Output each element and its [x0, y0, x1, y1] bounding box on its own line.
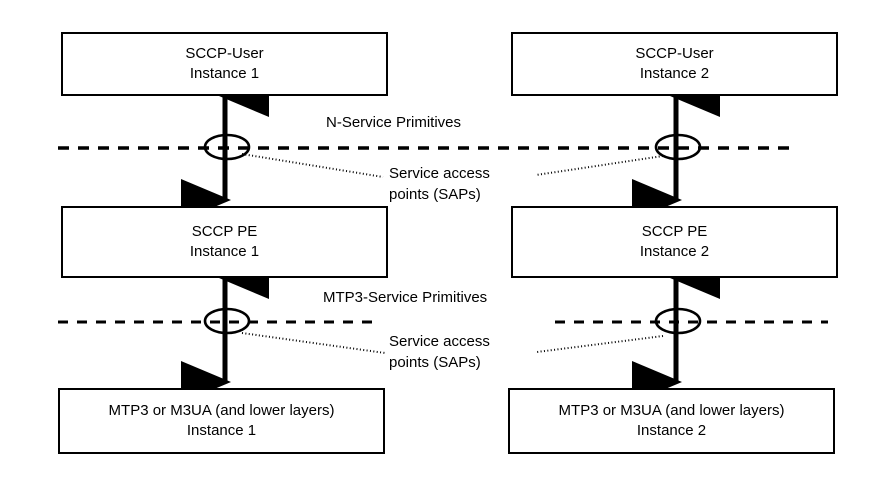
box-sccp-user-2-line1: SCCP-User: [635, 45, 714, 62]
box-mtp3-2-line1: MTP3 or M3UA (and lower layers): [558, 402, 785, 419]
label-sap-bottom: Service access points (SAPs): [389, 331, 490, 373]
box-mtp3-1: MTP3 or M3UA (and lower layers) Instance…: [58, 388, 385, 454]
box-sccp-user-2-line2: Instance 2: [639, 65, 710, 82]
box-sccp-user-1: SCCP-User Instance 1: [61, 32, 388, 96]
sap-ellipse-top-right: [654, 133, 702, 161]
leader-line-top-right: [535, 155, 664, 176]
leader-line-top-left: [241, 153, 384, 178]
label-mtp3-service-primitives: MTP3-Service Primitives: [323, 289, 488, 306]
label-sap-top: Service access points (SAPs): [389, 163, 490, 205]
leader-line-bottom-right: [536, 335, 664, 353]
box-sccp-pe-1-line2: Instance 1: [189, 243, 260, 260]
box-mtp3-2-line2: Instance 2: [636, 422, 707, 439]
label-sap-top-line2: points (SAPs): [389, 186, 481, 203]
sap-ellipse-bottom-left: [203, 307, 251, 335]
box-sccp-pe-2: SCCP PE Instance 2: [511, 206, 838, 278]
box-sccp-pe-1-line1: SCCP PE: [191, 223, 258, 240]
box-sccp-pe-2-line1: SCCP PE: [641, 223, 708, 240]
box-sccp-pe-2-line2: Instance 2: [639, 243, 710, 260]
box-sccp-user-2: SCCP-User Instance 2: [511, 32, 838, 96]
label-sap-bottom-line2: points (SAPs): [389, 354, 481, 371]
box-sccp-user-1-line2: Instance 1: [189, 65, 260, 82]
sap-ellipse-top-left: [203, 133, 251, 161]
box-sccp-pe-1: SCCP PE Instance 1: [61, 206, 388, 278]
label-sap-bottom-line1: Service access: [389, 333, 490, 350]
leader-line-bottom-left: [241, 332, 386, 354]
label-n-service-primitives: N-Service Primitives: [326, 114, 462, 131]
sap-ellipse-bottom-right: [654, 307, 702, 335]
box-sccp-user-1-line1: SCCP-User: [185, 45, 264, 62]
box-mtp3-2: MTP3 or M3UA (and lower layers) Instance…: [508, 388, 835, 454]
box-mtp3-1-line1: MTP3 or M3UA (and lower layers): [108, 402, 335, 419]
label-sap-top-line1: Service access: [389, 165, 490, 182]
box-mtp3-1-line2: Instance 1: [186, 422, 257, 439]
